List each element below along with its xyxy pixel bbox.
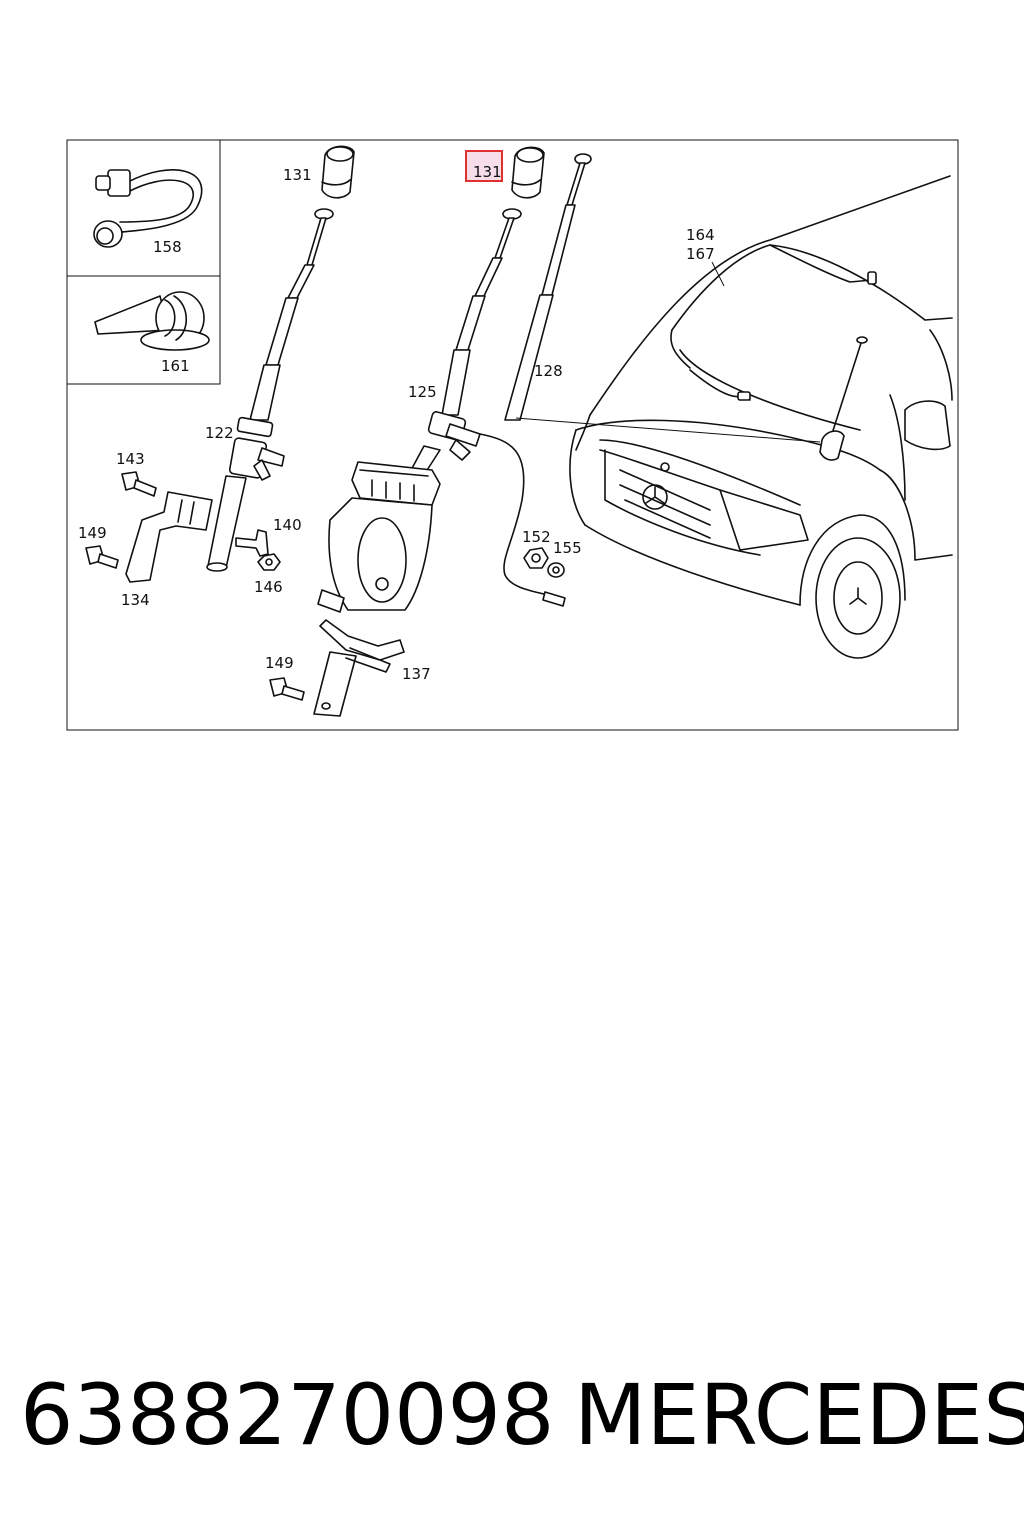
label-149-left: 149 bbox=[78, 524, 107, 542]
part-155-washer[interactable] bbox=[547, 562, 565, 578]
label-128: 128 bbox=[534, 362, 563, 380]
label-158: 158 bbox=[153, 238, 182, 256]
part-143-bolt[interactable] bbox=[121, 471, 157, 497]
part-149-bolt-bottom[interactable] bbox=[269, 677, 305, 701]
part-131-cap-right[interactable] bbox=[511, 146, 545, 199]
label-137: 137 bbox=[402, 665, 431, 683]
part-146-nut[interactable] bbox=[257, 553, 281, 571]
part-125-motor-antenna[interactable] bbox=[317, 208, 522, 613]
vehicle-van bbox=[569, 175, 953, 659]
leader-line-128 bbox=[515, 417, 821, 443]
part-134-bracket[interactable] bbox=[125, 491, 213, 583]
label-125: 125 bbox=[408, 383, 437, 401]
label-155: 155 bbox=[553, 539, 582, 557]
parts-diagram: 158 161 131 131 164 167 128 125 122 143 … bbox=[66, 139, 959, 731]
label-146: 146 bbox=[254, 578, 283, 596]
part-number: 6388270098 bbox=[20, 1366, 555, 1464]
label-131-right: 131 bbox=[473, 163, 502, 181]
label-134: 134 bbox=[121, 591, 150, 609]
label-161: 161 bbox=[161, 357, 190, 375]
label-140: 140 bbox=[273, 516, 302, 534]
part-149-bolt-left[interactable] bbox=[85, 545, 119, 569]
part-152-nut[interactable] bbox=[523, 547, 549, 569]
part-137-bracket[interactable] bbox=[313, 619, 405, 717]
label-167: 167 bbox=[686, 245, 715, 263]
highlight-box-131 bbox=[465, 150, 503, 182]
label-122: 122 bbox=[205, 424, 234, 442]
part-161-boot[interactable] bbox=[94, 291, 210, 351]
part-158-cable[interactable] bbox=[93, 169, 203, 248]
brand-name: MERCEDES bbox=[574, 1366, 1024, 1464]
antenna-cable[interactable] bbox=[479, 433, 566, 607]
label-152: 152 bbox=[522, 528, 551, 546]
label-164: 164 bbox=[686, 226, 715, 244]
part-122-antenna[interactable] bbox=[206, 208, 334, 572]
label-149-bottom: 149 bbox=[265, 654, 294, 672]
leader-line-164 bbox=[711, 261, 725, 287]
label-131-left: 131 bbox=[283, 166, 312, 184]
label-143: 143 bbox=[116, 450, 145, 468]
part-131-cap-left[interactable] bbox=[321, 145, 355, 199]
part-140-clip[interactable] bbox=[235, 529, 269, 557]
diagram-frame bbox=[66, 139, 959, 731]
part-128-rod[interactable] bbox=[504, 153, 592, 421]
footer: 6388270098 MERCEDES bbox=[0, 1360, 1024, 1470]
inset-box-161 bbox=[66, 275, 221, 385]
